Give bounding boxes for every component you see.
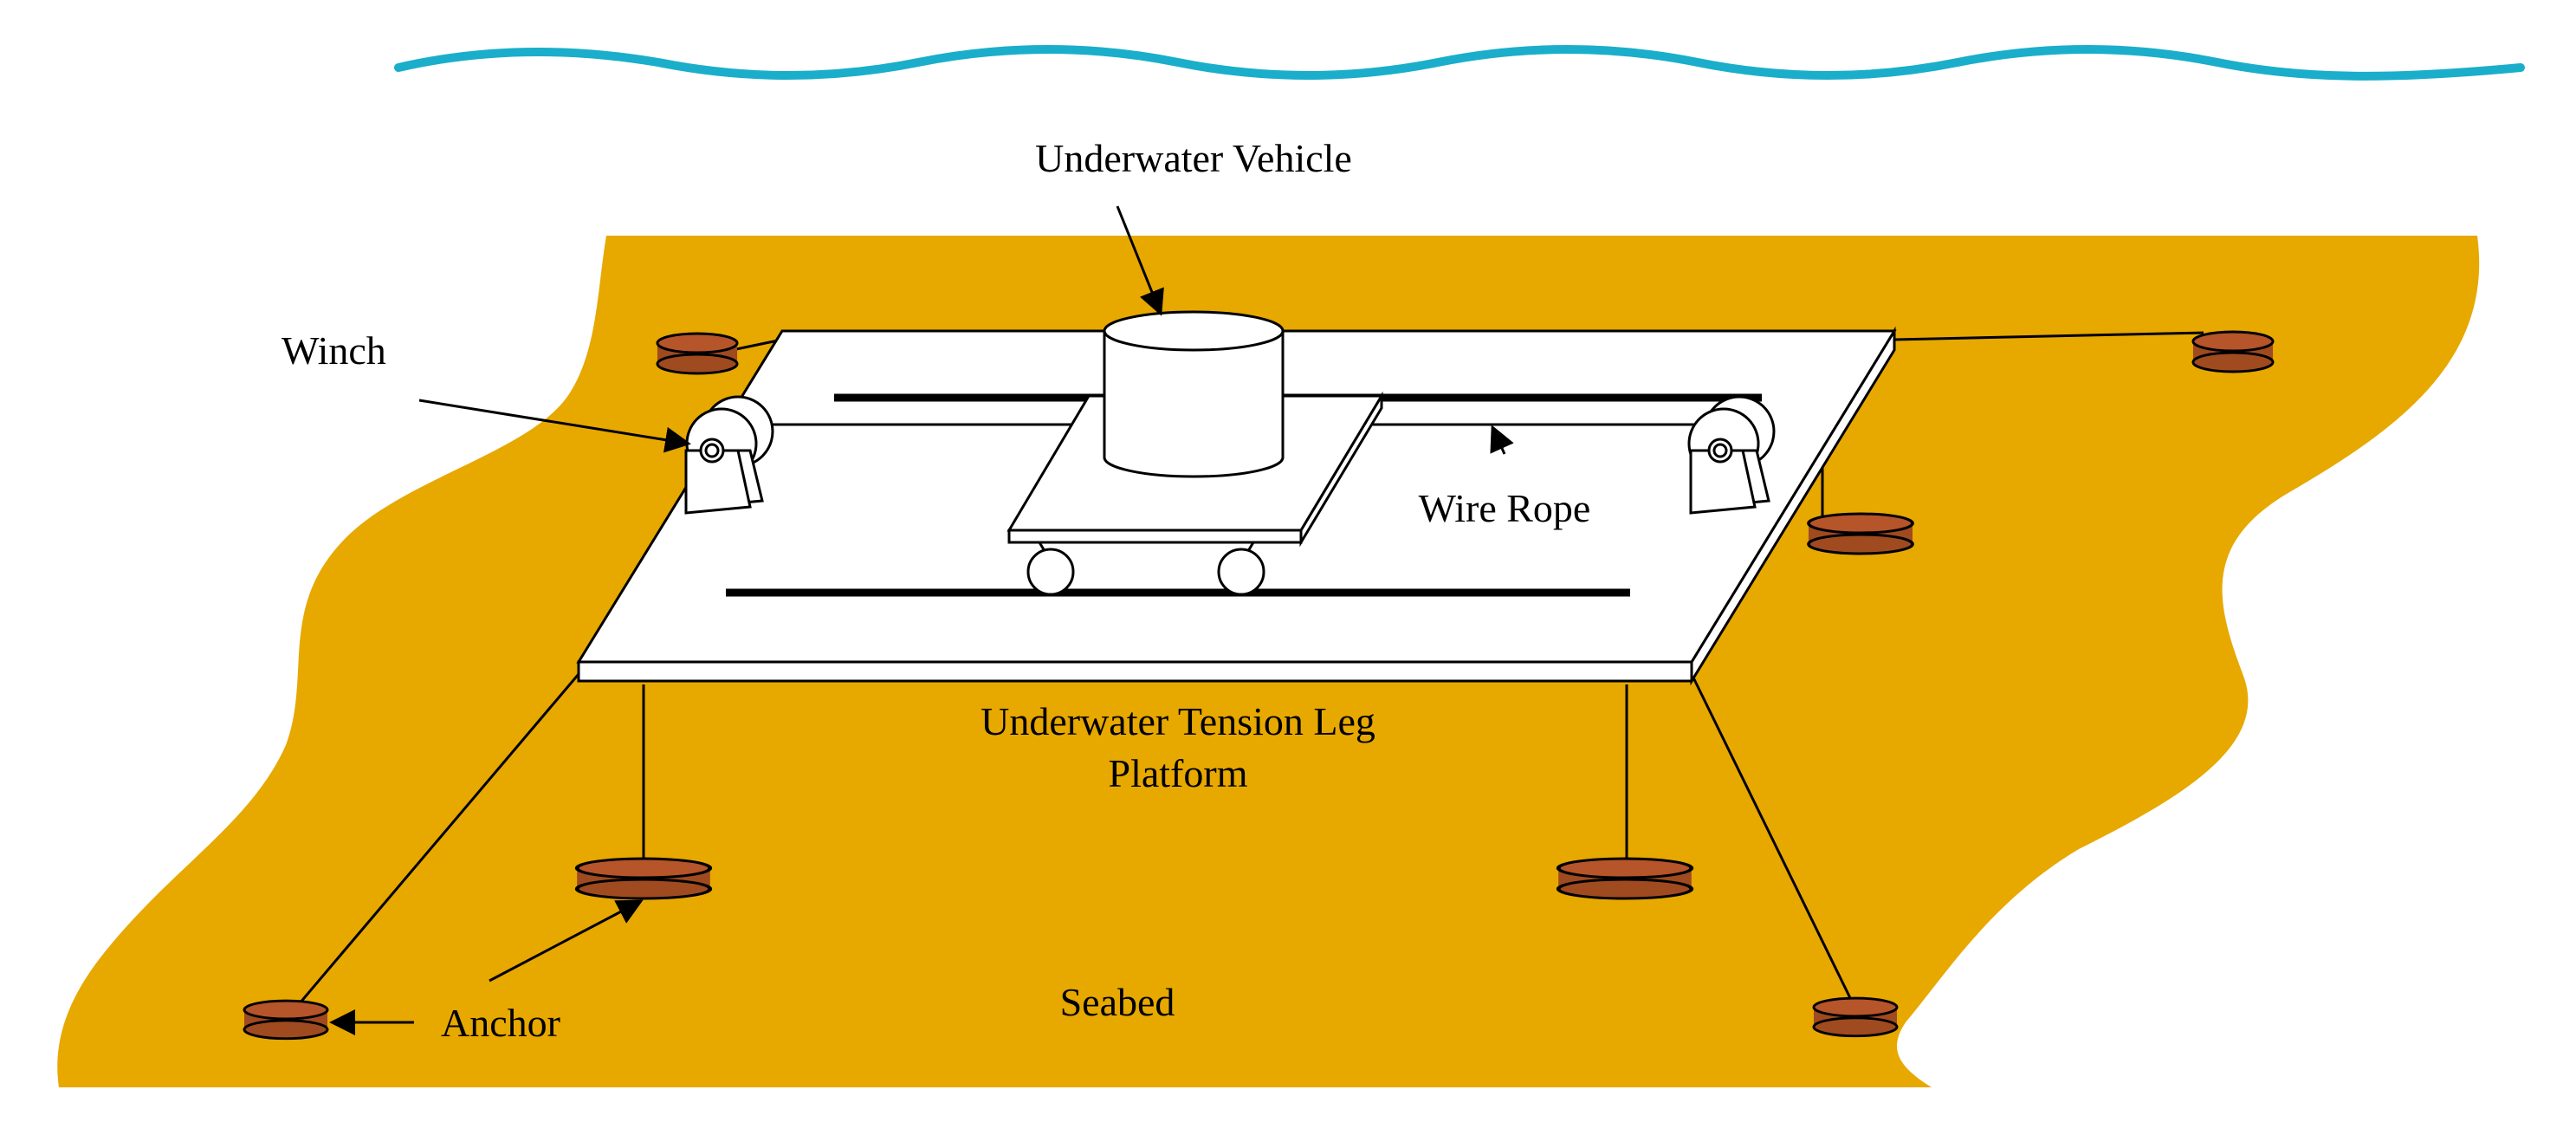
winch-pointer-arrow xyxy=(418,399,691,453)
anchor-back-right xyxy=(2191,330,2275,373)
label-anchor: Anchor xyxy=(441,1001,560,1045)
platform-front-edge xyxy=(577,660,1693,683)
anchor-bottom-right xyxy=(1812,996,1899,1038)
wire-rope-pointer-arrow xyxy=(1490,425,1514,455)
underwater-vehicle xyxy=(1103,310,1285,478)
label-platform-line1: Underwater Tension Leg xyxy=(981,699,1375,743)
vehicle-cylinder-top xyxy=(1103,310,1285,352)
label-winch: Winch xyxy=(282,328,386,373)
anchor-back-left xyxy=(656,332,739,375)
water-surface-wave xyxy=(394,45,2525,81)
pointer-arrows xyxy=(329,205,1514,1035)
carriage-plate-front-edge xyxy=(1007,529,1303,544)
label-wire-rope: Wire Rope xyxy=(1419,486,1591,530)
vehicle-pointer-arrow xyxy=(1116,205,1164,316)
mooring-line-front-left xyxy=(293,673,580,1010)
winch-right xyxy=(1687,395,1776,515)
mooring-line-front-right xyxy=(1690,673,1855,1006)
label-underwater-vehicle: Underwater Vehicle xyxy=(1035,136,1352,180)
anchor-pointer-arrow-leg xyxy=(489,899,644,983)
carriage-wheel-left xyxy=(1026,548,1075,596)
anchor-front-right-leg xyxy=(1558,859,1692,898)
label-platform-line2: Platform xyxy=(1109,751,1248,795)
mooring-line-back-right xyxy=(1893,331,2204,341)
label-seabed: Seabed xyxy=(1060,980,1175,1024)
anchor-mid-right xyxy=(1807,512,1914,555)
mooring-lines xyxy=(293,331,2204,1010)
vehicle-cylinder-body xyxy=(1103,331,1285,478)
carriage-wheel-right xyxy=(1217,548,1265,596)
winch-left xyxy=(684,395,774,515)
anchor-bottom-left xyxy=(243,999,329,1041)
anchor-front-left-leg xyxy=(577,859,710,898)
